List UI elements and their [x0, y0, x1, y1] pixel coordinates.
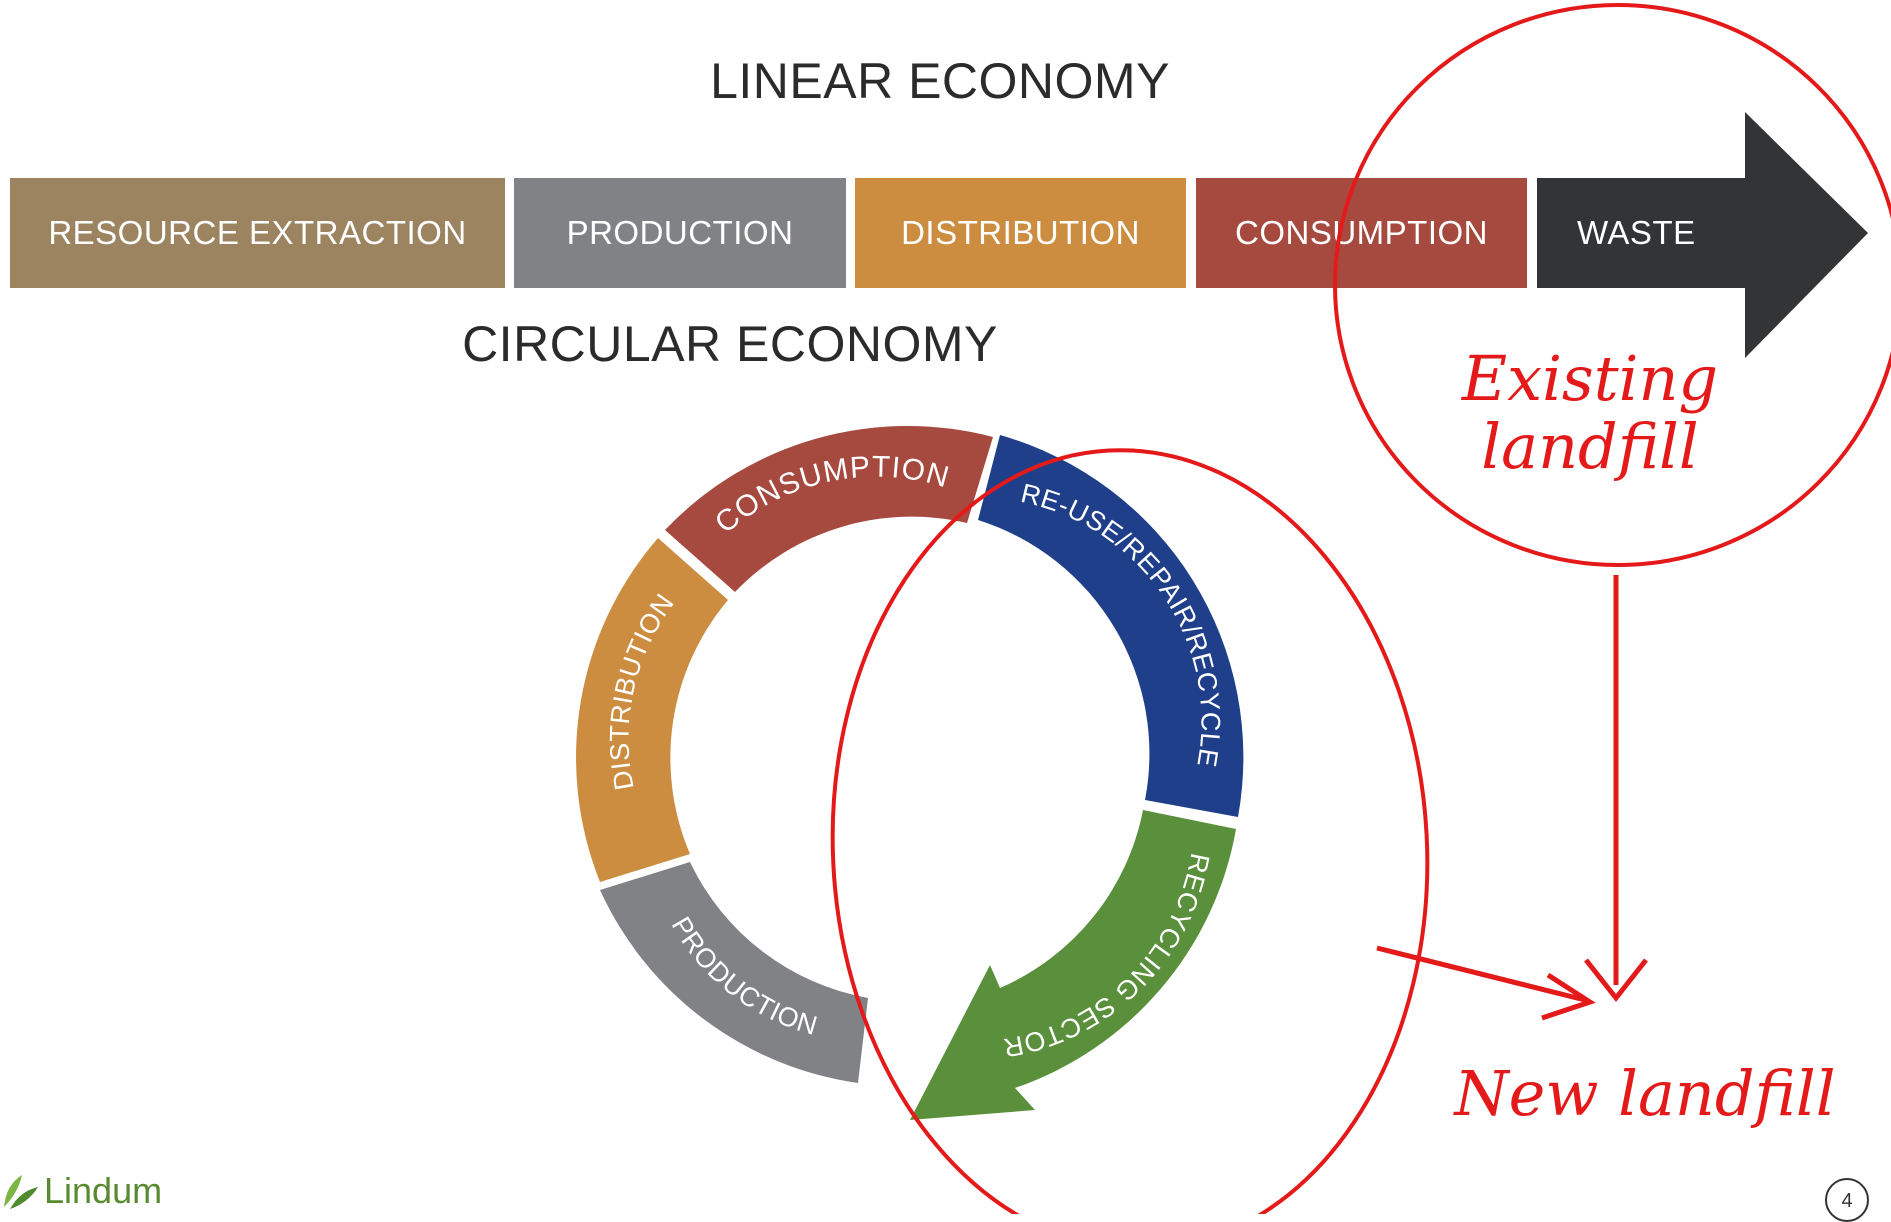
leaf-icon — [4, 1175, 38, 1209]
segment-distribution — [576, 538, 728, 882]
page-number: 4 — [1825, 1178, 1869, 1222]
linear-economy-title: LINEAR ECONOMY — [710, 53, 1170, 109]
segment-production — [600, 862, 868, 1083]
existing-landfill-label: Existing landfill — [1461, 342, 1719, 484]
stage-distribution: DISTRIBUTION — [855, 178, 1186, 288]
stage-production: PRODUCTION — [514, 178, 846, 288]
new-landfill-label: New landfill — [1454, 1057, 1836, 1130]
segment-consumption — [665, 425, 993, 592]
logo-text: Lindum — [44, 1170, 163, 1211]
circular-economy-title: CIRCULAR ECONOMY — [462, 316, 998, 372]
lindum-logo: Lindum — [0, 1168, 170, 1214]
stage-resource-extraction: RESOURCE EXTRACTION — [10, 178, 505, 288]
